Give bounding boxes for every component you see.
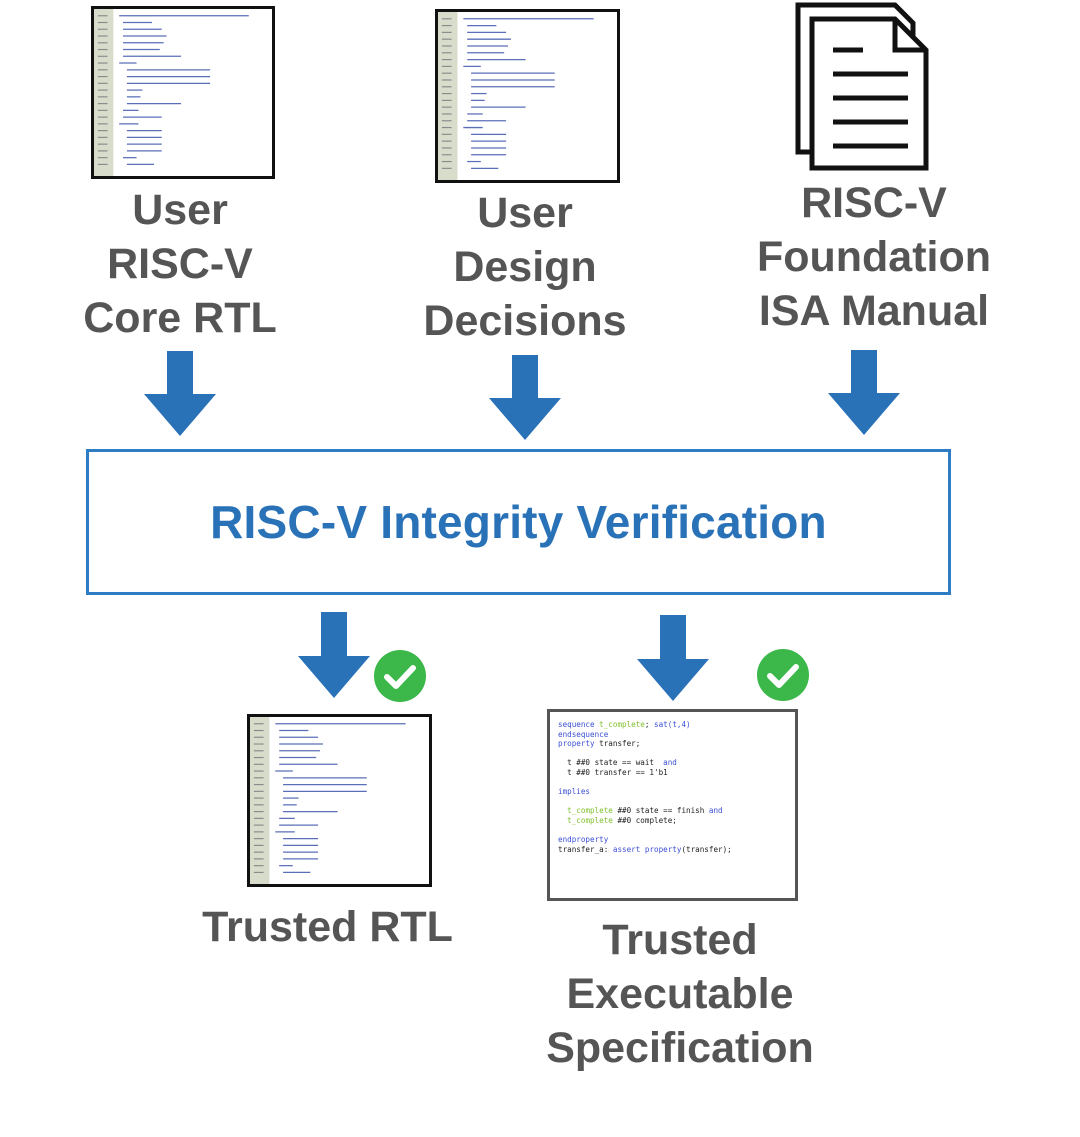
isa-manual-label: RISC-V Foundation ISA Manual — [756, 179, 992, 335]
code-keyword: implies — [558, 787, 591, 797]
code-keyword: sequence — [558, 720, 600, 729]
code-token: ##0 complete; — [612, 815, 677, 825]
check-circle-icon — [756, 648, 810, 702]
code-keyword: endsequence — [558, 729, 609, 739]
code-token — [558, 806, 567, 815]
code-keyword: assert property — [612, 844, 682, 854]
code-token: t ##0 state == wait — [558, 758, 664, 768]
code-keyword: property — [558, 739, 600, 749]
code-line: t_complete ##0 complete; — [558, 816, 787, 826]
check-circle-icon — [373, 649, 427, 703]
process-title: RISC-V Integrity Verification — [210, 496, 827, 548]
code-line — [558, 778, 787, 788]
code-token: transfer; — [599, 739, 641, 749]
code-line — [558, 826, 787, 836]
code-token: t ##0 transfer == 1'b1 — [558, 767, 668, 777]
code-keyword: and — [708, 806, 723, 816]
code-keyword: endproperty — [558, 835, 609, 845]
code-line — [558, 797, 787, 807]
code-file-icon — [91, 6, 275, 179]
arrow-down-icon — [298, 612, 370, 698]
integrity-verification-box: RISC-V Integrity Verification — [86, 449, 951, 595]
user-design-decisions-label: User Design Decisions — [423, 189, 627, 345]
code-line: endproperty — [558, 835, 787, 845]
code-token: sat(t,4) — [654, 720, 691, 729]
document-icon — [795, 2, 931, 172]
spec-code-panel: sequence t_complete; sat(t,4)endsequence… — [547, 709, 798, 901]
code-line: t_complete ##0 state == finish and — [558, 806, 787, 816]
code-keyword: and — [663, 758, 677, 768]
code-token: ; — [644, 720, 655, 729]
code-line: implies — [558, 787, 787, 797]
code-line — [558, 749, 787, 759]
arrow-down-icon — [144, 351, 216, 436]
arrow-down-icon — [637, 615, 709, 701]
code-token: t_complete — [599, 720, 645, 729]
code-line: sequence t_complete; sat(t,4) — [558, 720, 787, 730]
arrow-down-icon — [828, 350, 900, 435]
code-line: t ##0 transfer == 1'b1 — [558, 768, 787, 778]
code-token: (transfer); — [681, 844, 732, 854]
trusted-spec-label: Trusted Executable Specification — [546, 916, 814, 1072]
code-file-icon — [435, 9, 620, 183]
code-file-icon — [247, 714, 432, 887]
code-line: transfer_a: assert property(transfer); — [558, 845, 787, 855]
trusted-rtl-label: Trusted RTL — [202, 903, 453, 951]
arrow-down-icon — [489, 355, 561, 440]
code-line: endsequence — [558, 730, 787, 740]
code-token: transfer_a: — [558, 844, 613, 854]
code-token: t_complete — [567, 806, 613, 816]
user-core-rtl-label: User RISC-V Core RTL — [83, 186, 277, 342]
code-token: t_complete — [567, 815, 613, 825]
code-token — [558, 816, 567, 825]
code-token: ##0 state == finish — [612, 806, 709, 816]
code-line: t ##0 state == wait and — [558, 758, 787, 768]
code-line: property transfer; — [558, 739, 787, 749]
